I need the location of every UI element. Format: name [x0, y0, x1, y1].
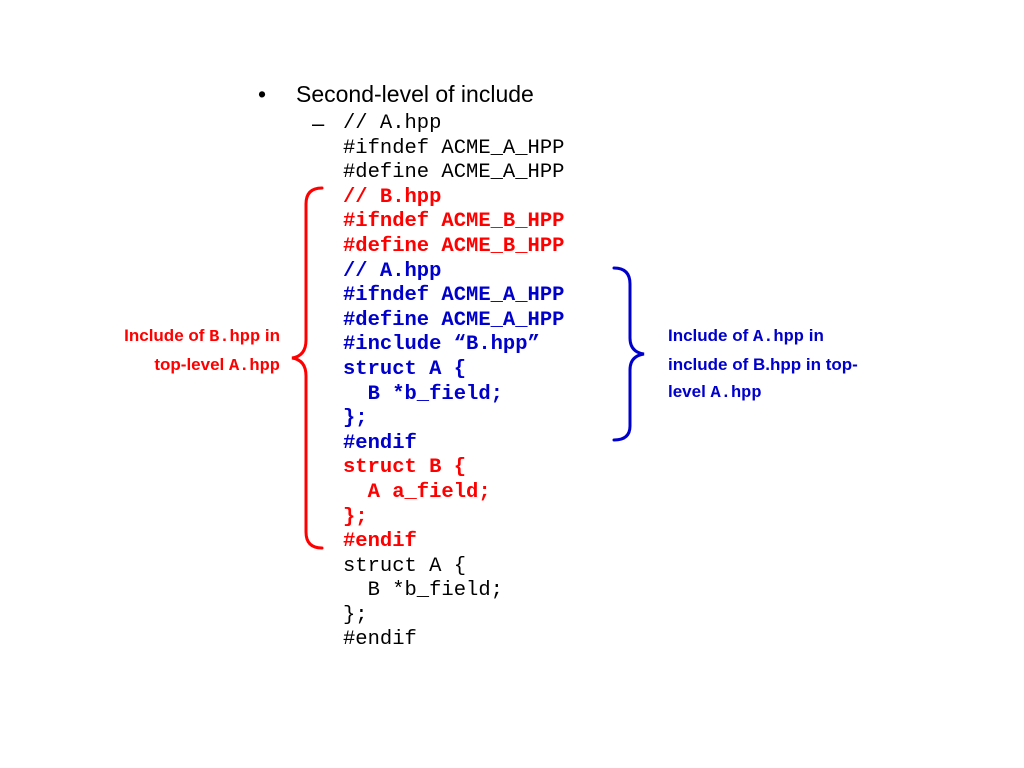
bullet-item: • Second-level of include — [258, 80, 534, 108]
left-annotation: Include of B.hpp in top-level A.hpp — [60, 322, 280, 380]
right-note-text: Include of — [668, 326, 753, 345]
code-line: struct A { — [343, 357, 467, 381]
right-note-code: A.hpp — [710, 384, 762, 403]
code-line: }; — [343, 505, 368, 529]
right-note-text: level — [668, 382, 711, 401]
right-annotation: Include of A.hpp in include of B.hpp in … — [668, 322, 908, 407]
left-note-code: B.hpp — [209, 328, 261, 347]
code-line: // A.hpp — [343, 259, 442, 283]
code-line: B *b_field; — [343, 579, 503, 603]
code-block: // A.hpp#ifndef ACME_A_HPP#define ACME_A… — [343, 112, 564, 653]
code-line: }; — [343, 407, 368, 431]
code-line: #endif — [343, 530, 417, 554]
code-line: #define ACME_A_HPP — [343, 161, 565, 185]
code-line: // B.hpp — [343, 185, 442, 209]
code-line: #include “B.hpp” — [343, 333, 540, 357]
right-note-text: include of B.hpp in top- — [668, 355, 858, 374]
bullet-text: Second-level of include — [296, 81, 534, 107]
code-line: #ifndef ACME_A_HPP — [343, 136, 565, 160]
code-line: #ifndef ACME_A_HPP — [343, 284, 565, 308]
sub-bullet-dash: – — [312, 111, 325, 136]
code-line: #endif — [343, 431, 417, 455]
code-line: #define ACME_A_HPP — [343, 308, 565, 332]
code-line: struct A { — [343, 554, 467, 578]
right-annotation-line-1: Include of A.hpp in — [668, 322, 908, 351]
left-annotation-line-1: Include of B.hpp in — [60, 322, 280, 351]
code-line: #ifndef ACME_B_HPP — [343, 210, 565, 234]
right-brace-icon — [612, 266, 645, 442]
left-note-text: top-level — [154, 355, 229, 374]
right-annotation-line-3: level A.hpp — [668, 378, 908, 407]
code-line: A a_field; — [343, 480, 491, 504]
left-note-text: in — [260, 326, 280, 345]
code-line: #define ACME_B_HPP — [343, 234, 565, 258]
right-annotation-line-2: include of B.hpp in top- — [668, 351, 908, 378]
code-line: #endif — [343, 628, 417, 652]
left-brace-icon — [291, 186, 324, 550]
right-note-code: A.hpp — [753, 328, 805, 347]
code-line: // A.hpp — [343, 112, 442, 135]
code-line: B *b_field; — [343, 382, 503, 406]
left-note-code: A.hpp — [228, 357, 280, 376]
code-line: struct B { — [343, 456, 467, 480]
bullet-icon: • — [258, 81, 267, 107]
left-note-text: Include of — [124, 326, 210, 345]
code-line: }; — [343, 603, 368, 627]
left-annotation-line-2: top-level A.hpp — [60, 351, 280, 380]
right-note-text: in — [804, 326, 824, 345]
